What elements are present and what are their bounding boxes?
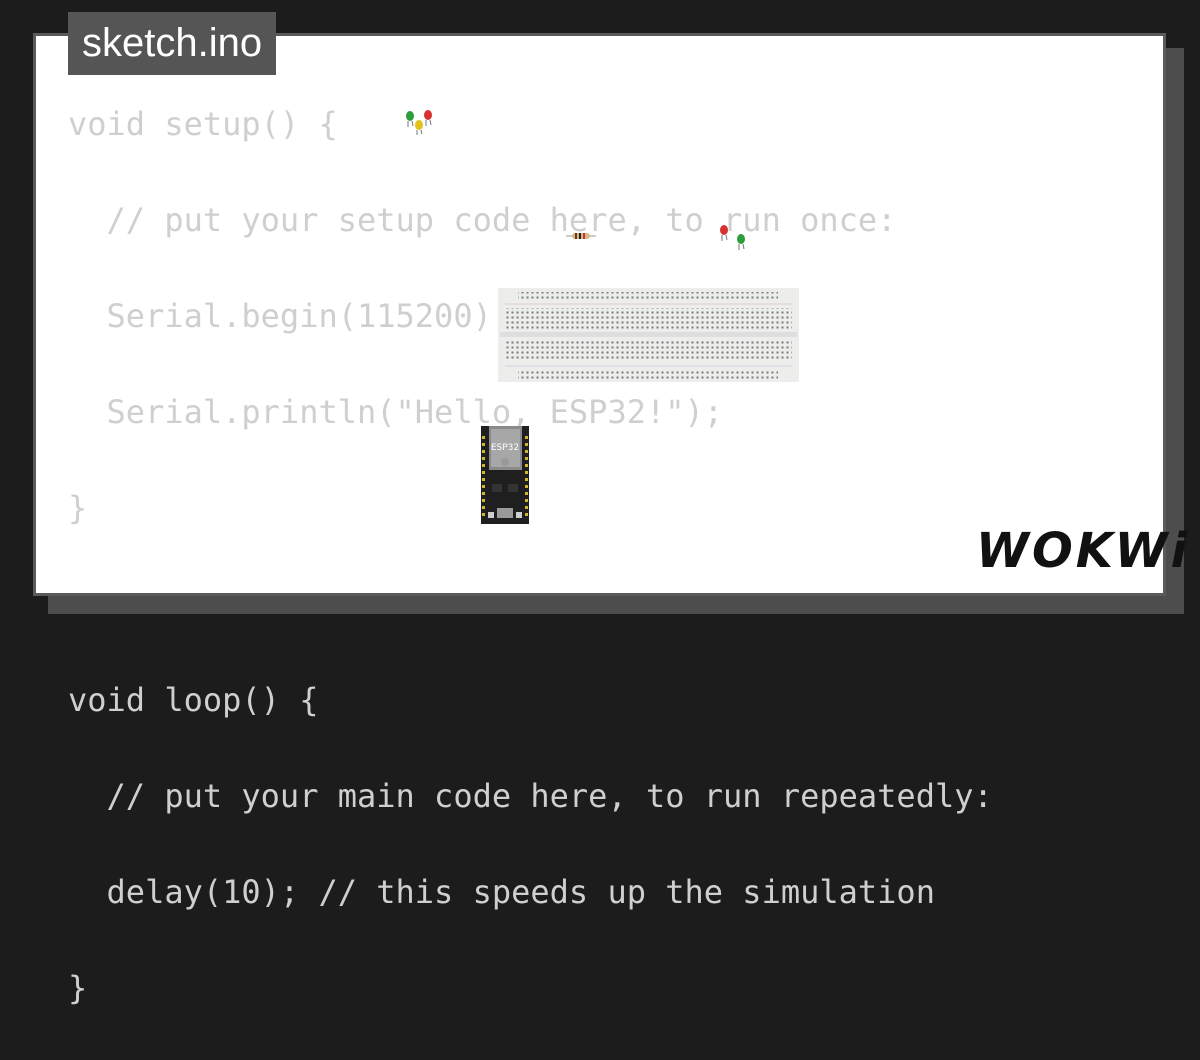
file-tab: sketch.ino (68, 12, 277, 75)
code-line: // put your setup code here, to run once… (68, 201, 897, 239)
code-line: delay(10); // this speeds up the simulat… (68, 873, 935, 911)
esp32-label: ESP32 (491, 443, 519, 453)
code-line: } (68, 489, 88, 527)
led-green-icon (406, 111, 414, 127)
code-line: void setup() { (68, 105, 338, 143)
breadboard-icon (498, 288, 799, 382)
circuit-diagram: ESP32 (406, 110, 799, 524)
code-line: // put your main code here, to run repea… (68, 777, 993, 815)
led-green-icon (737, 234, 745, 250)
code-line: Serial.begin(115200); (68, 297, 512, 335)
led-red-icon (720, 225, 728, 241)
wokwi-logo: WOKWi (976, 523, 1191, 579)
led-red-icon (424, 110, 432, 126)
code-line: } (68, 969, 88, 1007)
code-line: Serial.println("Hello, ESP32!"); (68, 393, 724, 431)
resistor-icon (566, 233, 596, 239)
esp32-board-icon: ESP32 (481, 426, 529, 524)
code-line: void loop() { (68, 681, 319, 719)
led-yellow-icon (415, 120, 423, 135)
